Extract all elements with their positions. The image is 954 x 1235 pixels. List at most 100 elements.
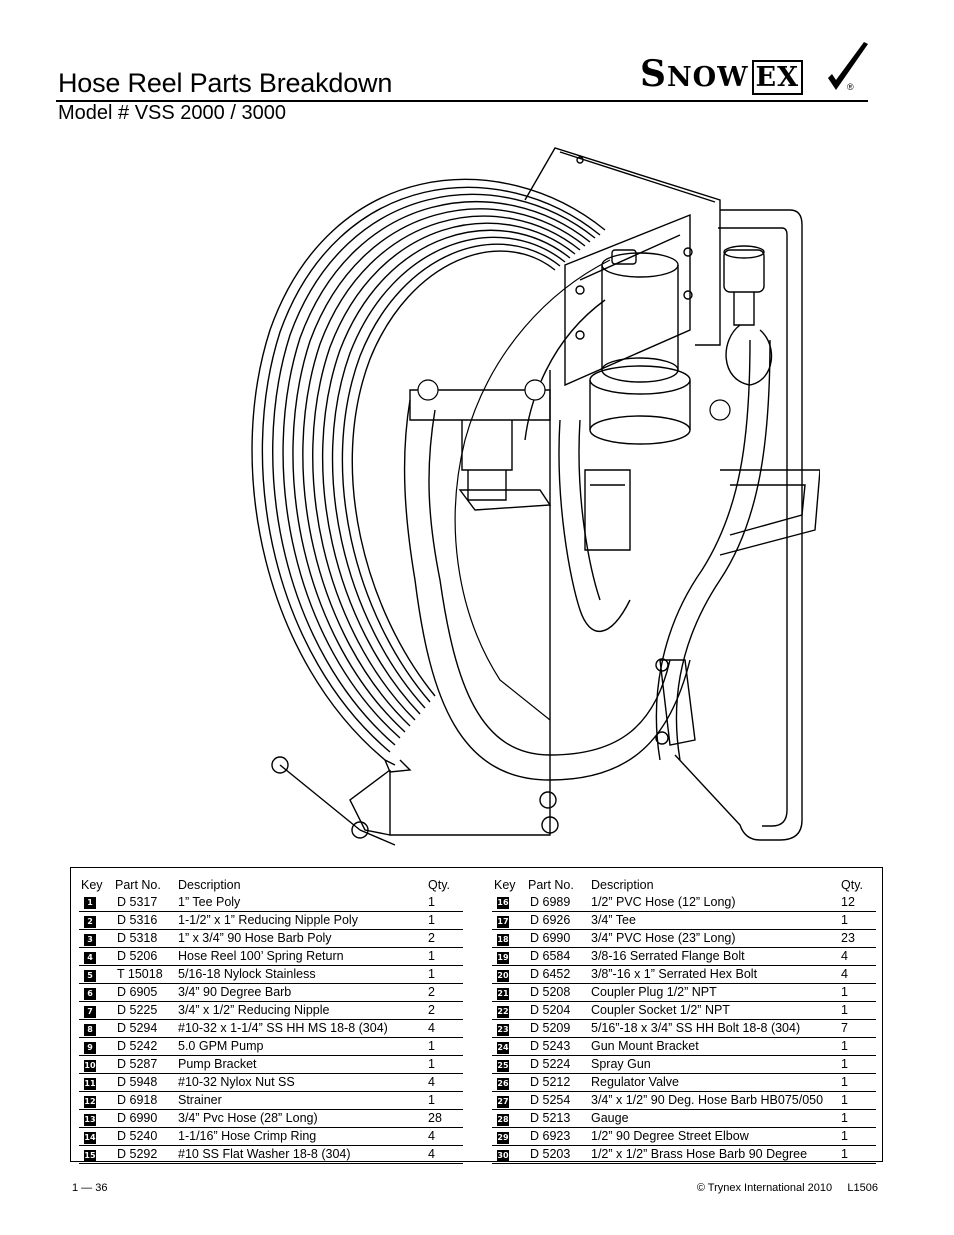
hose-reel-diagram [251,147,820,846]
description-cell: 1-1/2” x 1” Reducing Nipple Poly [178,911,428,930]
description-cell: Strainer [178,1091,428,1110]
key-badge: 15 [84,1149,96,1162]
quantity-cell: 4 [841,965,876,984]
description-cell: #10-32 x 1-1/4” SS HH MS 18-8 (304) [178,1019,428,1038]
description-cell: 5.0 GPM Pump [178,1037,428,1056]
description-cell: 3/4” Pvc Hose (28” Long) [178,1109,428,1128]
description-cell: Coupler Plug 1/2” NPT [591,983,841,1002]
description-cell: 1/2” 90 Degree Street Elbow [591,1127,841,1146]
quantity-cell: 1 [428,893,463,912]
key-badge: 21 [497,987,509,1000]
registered-mark: ® [847,82,854,92]
part-no-cell: D 5316 [113,911,178,930]
part-no-cell: D 5254 [526,1091,591,1110]
quantity-cell: 12 [841,893,876,912]
key-cell: 15 [79,1145,113,1164]
key-badge: 5 [84,969,96,982]
part-no-cell: D 5948 [113,1073,178,1092]
quantity-cell: 1 [841,1037,876,1056]
copyright: © Trynex International 2010 L1506 [696,1182,878,1194]
description-cell: Coupler Socket 1/2” NPT [591,1001,841,1020]
col-desc-header: Description [178,877,241,892]
part-no-cell: D 6990 [113,1109,178,1128]
key-cell: 16 [492,893,526,912]
quantity-cell: 1 [428,911,463,930]
key-cell: 12 [79,1091,113,1110]
key-cell: 8 [79,1019,113,1038]
key-cell: 28 [492,1109,526,1128]
key-badge: 10 [84,1059,96,1072]
quantity-cell: 7 [841,1019,876,1038]
description-cell: Spray Gun [591,1055,841,1074]
key-cell: 19 [492,947,526,966]
key-cell: 24 [492,1037,526,1056]
description-cell: 1/2” PVC Hose (12” Long) [591,893,841,912]
quantity-cell: 1 [841,1055,876,1074]
key-badge: 9 [84,1041,96,1054]
key-badge: 22 [497,1005,509,1018]
key-cell: 22 [492,1001,526,1020]
key-badge: 7 [84,1005,96,1018]
key-badge: 8 [84,1023,96,1036]
key-badge: 6 [84,987,96,1000]
key-cell: 2 [79,911,113,930]
description-cell: 1-1/16” Hose Crimp Ring [178,1127,428,1146]
key-badge: 12 [84,1095,96,1108]
part-no-cell: D 5240 [113,1127,178,1146]
part-no-cell: D 6989 [526,893,591,912]
key-cell: 4 [79,947,113,966]
part-no-cell: D 5243 [526,1037,591,1056]
part-no-cell: D 5292 [113,1145,178,1164]
quantity-cell: 4 [428,1019,463,1038]
key-cell: 21 [492,983,526,1002]
model-subtitle: Model # VSS 2000 / 3000 [58,102,286,124]
key-badge: 2 [84,915,96,928]
quantity-cell: 2 [428,929,463,948]
key-badge: 1 [84,897,96,910]
part-no-cell: D 6926 [526,911,591,930]
part-no-cell: T 15018 [113,965,178,984]
key-badge: 24 [497,1041,509,1054]
table-header: Key Part No. Description Qty. [492,876,876,893]
description-cell: Hose Reel 100’ Spring Return [178,947,428,966]
part-no-cell: D 5206 [113,947,178,966]
key-cell: 6 [79,983,113,1002]
quantity-cell: 1 [841,1145,876,1164]
quantity-cell: 1 [841,983,876,1002]
key-badge: 26 [497,1077,509,1090]
part-no-cell: D 6923 [526,1127,591,1146]
key-badge: 14 [84,1131,96,1144]
key-cell: 9 [79,1037,113,1056]
key-cell: 17 [492,911,526,930]
description-cell: Gun Mount Bracket [591,1037,841,1056]
description-cell: 1/2” x 1/2” Brass Hose Barb 90 Degree [591,1145,841,1164]
part-no-cell: D 5213 [526,1109,591,1128]
quantity-cell: 1 [428,1055,463,1074]
key-cell: 1 [79,893,113,912]
key-badge: 16 [497,897,509,910]
part-no-cell: D 5294 [113,1019,178,1038]
page-number: 1 — 36 [72,1182,108,1194]
key-badge: 11 [84,1077,96,1090]
part-no-cell: D 6584 [526,947,591,966]
col-key-header: Key [494,877,516,892]
key-cell: 27 [492,1091,526,1110]
key-cell: 29 [492,1127,526,1146]
